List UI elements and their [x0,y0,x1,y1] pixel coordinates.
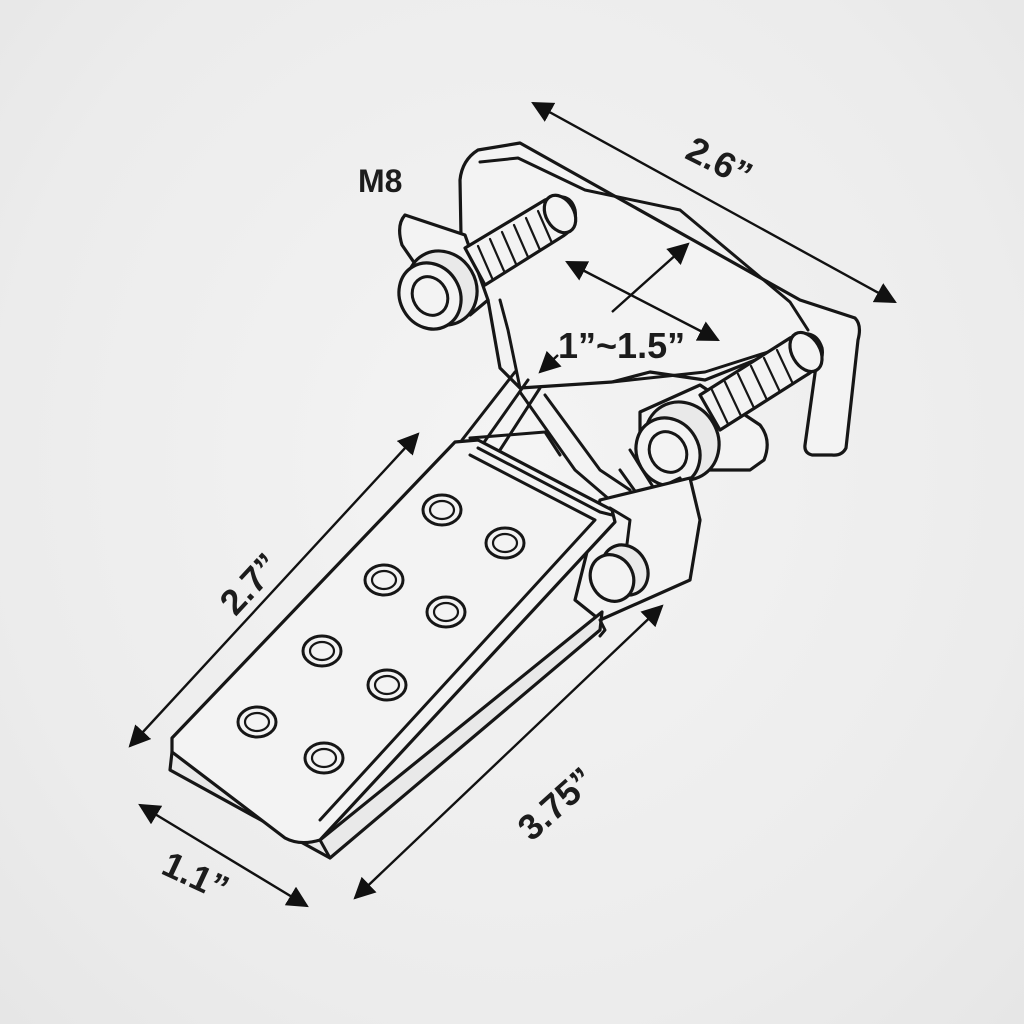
clamp-range-offset-line [611,242,690,313]
pedal-width-label: 1.1” [156,843,235,909]
pedal-width-dimension-line [138,803,309,908]
bolt-size-label: M8 [358,163,402,199]
clamp-range-leader-line [538,350,562,374]
left-nut [397,249,479,331]
pedal-length-dimension-line [128,432,420,748]
overall-length-label: 3.75” [510,759,603,848]
pivot-pin [588,543,650,603]
pedal-hole [421,493,463,527]
clamp-width-dimension-line [531,101,897,304]
dimension-lines [128,101,897,908]
pedal-length-label: 2.7” [211,545,287,623]
pedal-hole [484,526,526,560]
clamp-range-dimension-line [565,260,720,342]
clamp-width-label: 2.6” [680,128,759,195]
linkage-arms [460,370,702,562]
overall-length-dimension-line [353,604,664,900]
right-bolt [698,330,824,432]
clamp-range-label: 1”~1.5” [558,325,685,366]
